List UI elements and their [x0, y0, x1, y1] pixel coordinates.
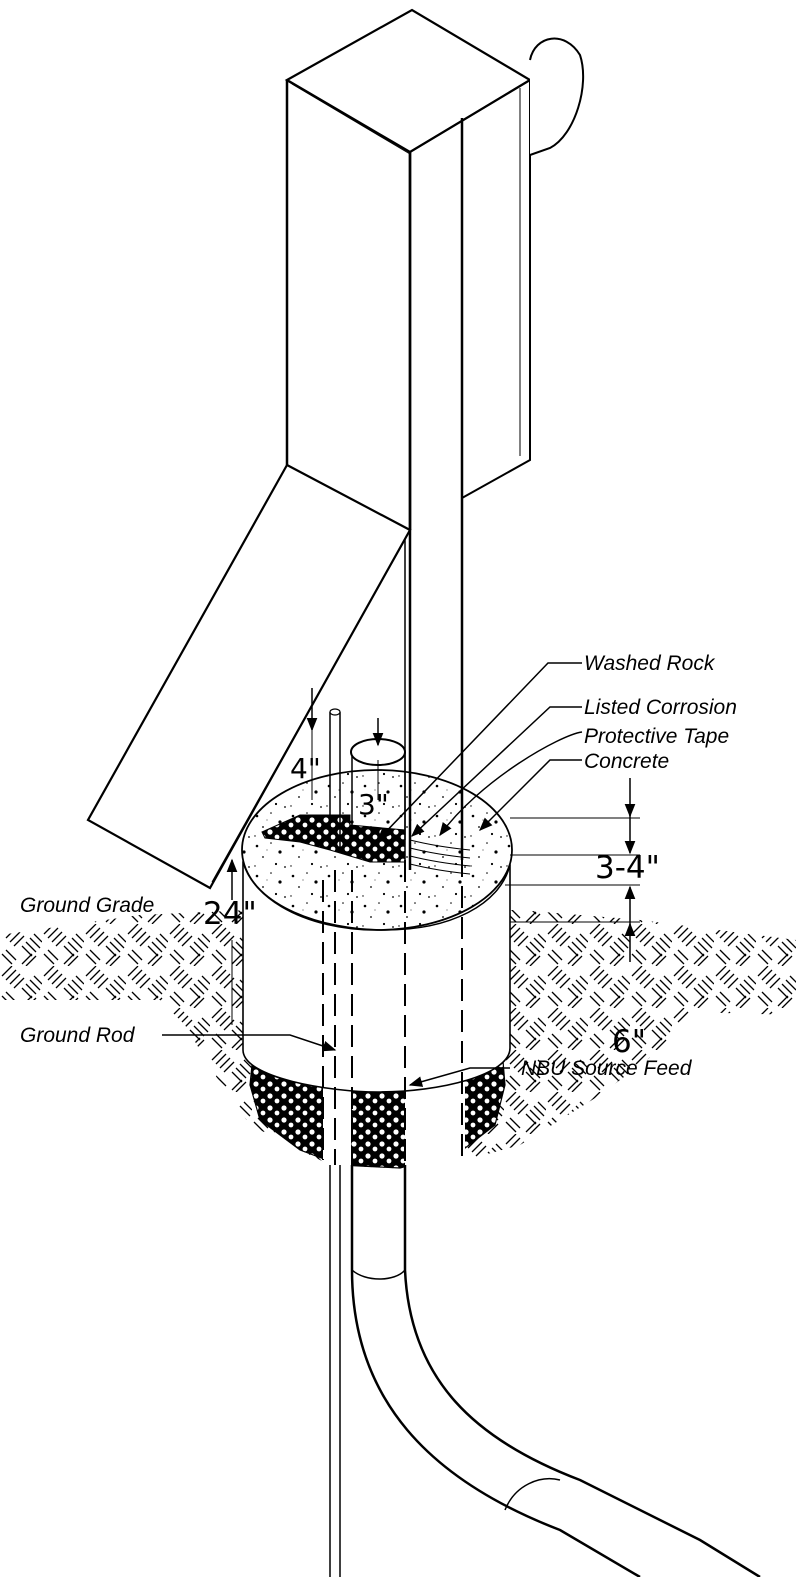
dimension-lines	[226, 688, 640, 1025]
tape-label-line2: Protective Tape	[584, 725, 729, 748]
source-feed-conduit	[350, 1165, 761, 1577]
rock-depth-dimension: 6"	[612, 1024, 646, 1060]
concrete-label: Concrete	[584, 750, 669, 773]
conduit-diameter-dimension: 3"	[358, 788, 389, 821]
collar-height-dimension: 24"	[203, 896, 257, 932]
ground-rod	[329, 1165, 341, 1577]
support-arm	[86, 463, 412, 890]
hidden-lines	[322, 855, 463, 1170]
tape-label-line1: Listed Corrosion	[584, 696, 737, 719]
ground-grade-label: Ground Grade	[20, 894, 154, 917]
post	[284, 8, 533, 870]
washed-rock-label: Washed Rock	[584, 652, 716, 675]
leader-lines	[162, 662, 583, 1087]
ground-rod-label: Ground Rod	[20, 1024, 136, 1047]
top-above-grade-dimension: 3-4"	[595, 850, 660, 886]
corrosion-tape	[409, 839, 471, 875]
rod-diameter-dimension: 4"	[290, 752, 321, 785]
meter-head	[529, 37, 585, 156]
source-feed-label: NBU Source Feed	[521, 1057, 693, 1080]
ground-rod-top	[329, 708, 341, 850]
